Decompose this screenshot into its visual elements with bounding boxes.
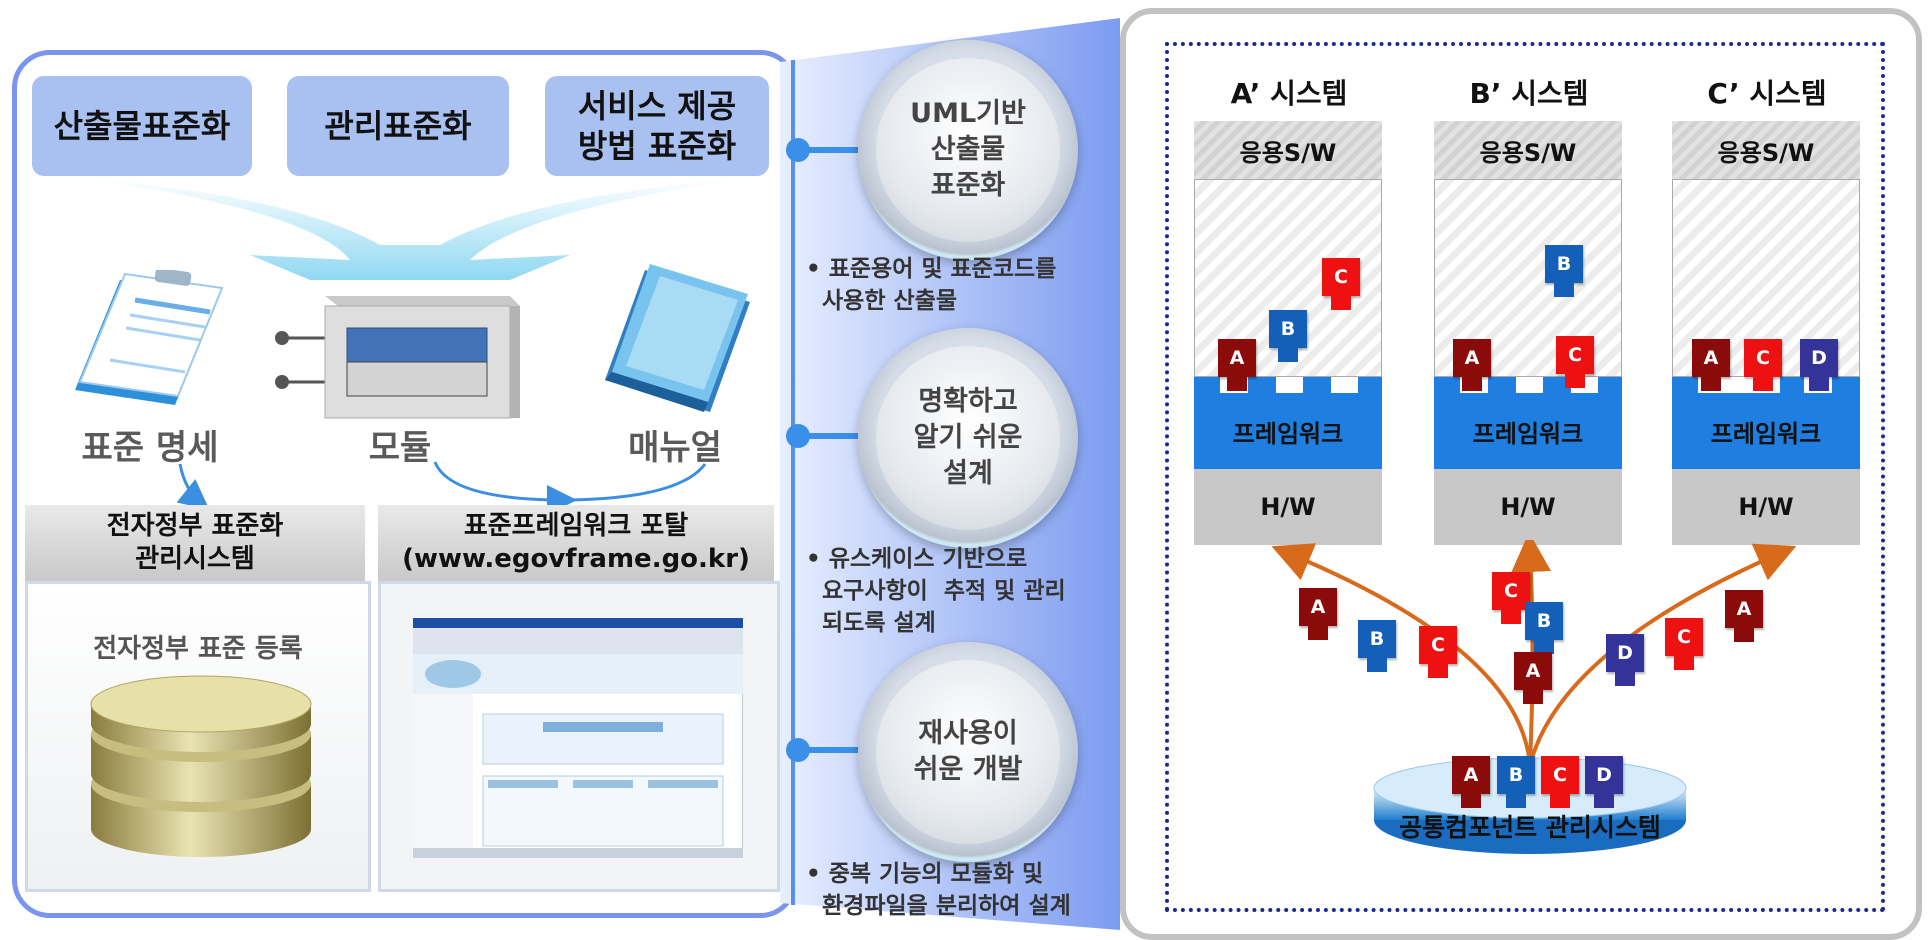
system-c-component-d: D (1800, 339, 1838, 391)
portal-screenshot (413, 618, 743, 858)
system-b-component-a: A (1453, 339, 1491, 391)
uml-deliverable-note: • 표준용어 및 표준코드를 사용한 산출물 (806, 256, 1057, 314)
system-a-fw-tooth (1303, 377, 1331, 393)
uml-deliverable-circle-inner: UML기반 산출물 표준화 (876, 58, 1060, 242)
egov-standard-system-header: 전자정부 표준화 관리시스템 (25, 505, 365, 581)
uml-deliverable-circle: UML기반 산출물 표준화 (858, 40, 1078, 260)
flow-component-b: B (1525, 602, 1563, 654)
egov-standard-register-label: 전자정부 표준 등록 (93, 634, 303, 664)
system-b-hardware: H/W (1434, 469, 1622, 545)
system-b-fw-tooth (1434, 377, 1460, 393)
module-icon (275, 296, 520, 419)
service-method-standardization-label: 서비스 제공 방법 표준화 (577, 87, 737, 165)
deliverable-standardization-box: 산출물표준화 (32, 76, 252, 176)
system-c-app-sw: 응용S/W (1672, 121, 1860, 179)
repository-component-b: B (1497, 756, 1535, 808)
flow-component-a: A (1299, 588, 1337, 640)
database-icon (90, 675, 312, 857)
service-method-standardization-box: 서비스 제공 방법 표준화 (545, 76, 769, 176)
flow-component-b: B (1358, 620, 1396, 672)
flow-component-c: C (1492, 572, 1530, 624)
framework-portal-title: 표준프레임워크 포탈 (www.egovframe.go.kr) (402, 511, 750, 574)
flow-component-d: D (1606, 634, 1644, 686)
system-c-fw-tooth (1780, 377, 1804, 393)
system-b-title: B’ 시스템 (1469, 77, 1589, 110)
right-panel-dotted-border (1165, 42, 1885, 912)
flow-component-a: A (1725, 590, 1763, 642)
system-c-component-c: C (1744, 339, 1782, 391)
system-a-framework: 프레임워크 (1194, 393, 1382, 469)
reuse-development-note: • 중복 기능의 모듈화 및 환경파일을 분리하여 설계 (806, 861, 1071, 919)
system-a-component-b: B (1269, 310, 1307, 362)
system-c-hardware: H/W (1672, 469, 1860, 545)
framework-portal-body (378, 581, 780, 892)
system-b-component-c: C (1556, 336, 1594, 388)
egov-standard-system-title: 전자정부 표준화 관리시스템 (106, 511, 284, 574)
system-a-title: A’ 시스템 (1230, 77, 1348, 110)
system-a-component-a: A (1218, 339, 1256, 391)
flow-component-c: C (1665, 618, 1703, 670)
system-c-fw-tooth (1832, 377, 1860, 393)
reuse-development-circle: 재사용이 쉬운 개발 (858, 642, 1078, 862)
clear-design-circle-inner: 명확하고 알기 쉬운 설계 (876, 346, 1060, 530)
repository-component-c: C (1541, 756, 1579, 808)
system-a-fw-tooth (1194, 377, 1220, 393)
system-a-fw-tooth (1358, 377, 1382, 393)
system-b-fw-tooth (1488, 377, 1516, 393)
system-b-component-b: B (1545, 245, 1583, 297)
uml-deliverable-circle-label: UML기반 산출물 표준화 (910, 98, 1026, 201)
system-a-hardware: H/W (1194, 469, 1382, 545)
document-icon (75, 270, 224, 405)
system-a-component-c: C (1322, 258, 1360, 310)
funnel-shape (80, 178, 750, 280)
clear-design-circle-label: 명확하고 알기 쉬운 설계 (913, 386, 1023, 489)
egov-standard-system-body: 전자정부 표준 등록 (25, 581, 371, 892)
system-c-component-a: A (1692, 339, 1730, 391)
book-icon (605, 264, 750, 412)
system-b-fw-tooth (1598, 377, 1622, 393)
module-label: 모듈 (368, 428, 432, 468)
connector-line-1 (806, 147, 862, 153)
system-c-fw-tooth (1672, 377, 1698, 393)
standard-spec-label: 표준 명세 (81, 428, 219, 468)
clear-design-note: • 유스케이스 기반으로 요구사항이 추적 및 관리 되도록 설계 (806, 546, 1066, 636)
repository-component-a: A (1452, 756, 1490, 808)
system-a-app-sw: 응용S/W (1194, 121, 1382, 179)
system-b-app-sw: 응용S/W (1434, 121, 1622, 179)
deliverable-standardization-label: 산출물표준화 (53, 107, 231, 145)
system-b-framework: 프레임워크 (1434, 393, 1622, 469)
repository-component-d: D (1585, 756, 1623, 808)
flow-component-a: A (1514, 652, 1552, 704)
system-c-title: C’ 시스템 (1707, 77, 1827, 110)
system-b-fw-tooth (1543, 377, 1571, 393)
management-standardization-label: 관리표준화 (324, 107, 472, 145)
manual-label: 매뉴얼 (628, 428, 722, 468)
connector-line-3 (806, 747, 862, 753)
system-c-framework: 프레임워크 (1672, 393, 1860, 469)
reuse-development-circle-label: 재사용이 쉬운 개발 (913, 718, 1023, 785)
connector-line-2 (806, 433, 862, 439)
module-arrows (176, 461, 707, 515)
reuse-development-circle-inner: 재사용이 쉬운 개발 (876, 660, 1060, 844)
framework-portal-header: 표준프레임워크 포탈 (www.egovframe.go.kr) (378, 505, 774, 581)
flow-component-c: C (1419, 626, 1457, 678)
repository-label: 공통컴포넌트 관리시스템 (1399, 813, 1661, 842)
system-a-fw-tooth (1248, 377, 1276, 393)
clear-design-circle: 명확하고 알기 쉬운 설계 (858, 328, 1078, 548)
management-standardization-box: 관리표준화 (287, 76, 509, 176)
